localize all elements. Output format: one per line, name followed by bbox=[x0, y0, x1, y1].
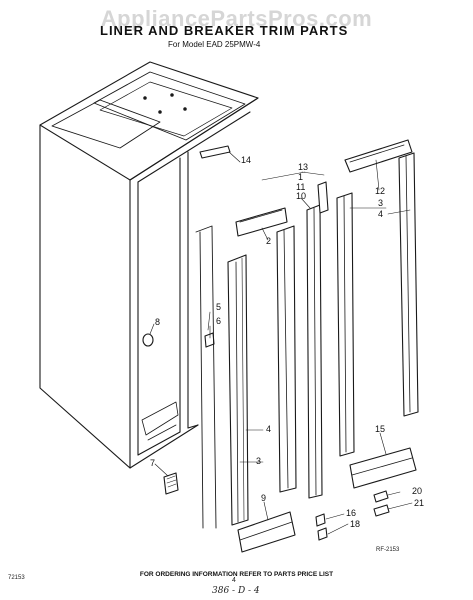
vertical-strip-right-a bbox=[336, 192, 355, 457]
page-title: LINER AND BREAKER TRIM PARTS bbox=[100, 23, 349, 38]
model-subtitle: For Model EAD 25PMW-4 bbox=[168, 40, 261, 49]
part-14-cap bbox=[199, 145, 231, 159]
part-9-trim bbox=[237, 511, 296, 553]
callout-21: 21 bbox=[414, 498, 425, 508]
part-8-plug bbox=[142, 333, 154, 347]
footer-code: 72153 bbox=[8, 575, 25, 581]
callout-14: 14 bbox=[241, 155, 252, 165]
part-16-18-clips bbox=[315, 513, 328, 541]
callout-5: 5 bbox=[216, 302, 222, 312]
callout-1: 1 bbox=[298, 172, 304, 182]
vertical-strip-mid bbox=[276, 225, 297, 493]
callout-20: 20 bbox=[412, 486, 423, 496]
callout-4-lower: 4 bbox=[266, 424, 272, 434]
callout-12: 12 bbox=[375, 186, 386, 196]
callout-3: 3 bbox=[378, 198, 384, 208]
callout-4: 4 bbox=[378, 209, 384, 219]
callout-3-lower: 3 bbox=[256, 456, 262, 466]
part-20-21-clips bbox=[373, 490, 390, 517]
callout-8: 8 bbox=[155, 317, 161, 327]
watermark: AppliancePartsPros.com bbox=[100, 6, 373, 31]
callout-6: 6 bbox=[216, 316, 222, 326]
page-number: 4 bbox=[232, 577, 236, 584]
callout-2: 2 bbox=[266, 236, 272, 246]
callout-7: 7 bbox=[150, 458, 156, 468]
callout-18: 18 bbox=[350, 519, 361, 529]
handwritten-note: 386 - D - 4 bbox=[212, 586, 260, 596]
drawing-code: RF-2153 bbox=[376, 547, 400, 553]
part-7-vent bbox=[163, 472, 179, 495]
vertical-strip-right-b bbox=[398, 152, 419, 417]
cabinet bbox=[39, 61, 259, 469]
callout-11: 11 bbox=[296, 182, 306, 192]
callout-10: 10 bbox=[296, 191, 307, 201]
callout-16: 16 bbox=[346, 508, 357, 518]
footer-note: FOR ORDERING INFORMATION REFER TO PARTS … bbox=[139, 571, 334, 578]
callout-15: 15 bbox=[375, 424, 386, 434]
wire-harness bbox=[195, 225, 217, 529]
part-2-trim bbox=[235, 207, 288, 237]
part-5-6-clip bbox=[204, 332, 215, 348]
vertical-strip-left bbox=[227, 254, 249, 526]
part-15-trim bbox=[349, 447, 417, 489]
part-12-trim bbox=[344, 139, 413, 173]
part-13-clip bbox=[317, 181, 329, 214]
leader-lines bbox=[149, 151, 413, 535]
callout-13: 13 bbox=[298, 162, 309, 172]
callout-9: 9 bbox=[261, 493, 267, 503]
vertical-strip-center bbox=[306, 204, 323, 499]
